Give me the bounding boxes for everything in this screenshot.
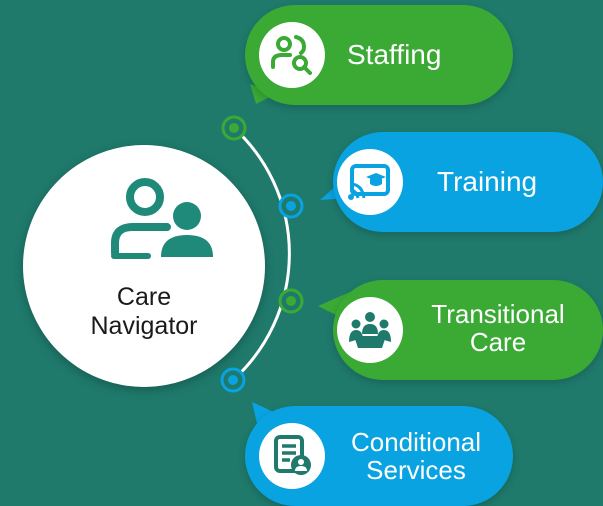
service-label-transitional-care: Transitional Care bbox=[431, 299, 565, 357]
training-icon-badge bbox=[337, 149, 403, 215]
connector-node-staffing bbox=[221, 115, 247, 141]
service-label-training: Training bbox=[437, 166, 538, 197]
people-icon bbox=[111, 178, 213, 259]
connector-node-conditional bbox=[220, 367, 246, 393]
transitional-icon-badge bbox=[337, 297, 403, 363]
staffing-icon-badge bbox=[259, 22, 325, 88]
service-staffing: Staffing bbox=[245, 5, 513, 105]
service-label-conditional-services: Conditional Services bbox=[350, 427, 482, 485]
service-transitional-care: Transitional Care bbox=[333, 280, 603, 380]
service-label-staffing: Staffing bbox=[347, 39, 442, 70]
connector-node-training bbox=[278, 193, 304, 219]
group-meeting-icon bbox=[349, 312, 391, 348]
care-navigator-hub: Care Navigator bbox=[23, 145, 265, 387]
connector-node-transitional bbox=[278, 288, 304, 314]
service-training: Training bbox=[333, 132, 603, 232]
user-search-icon bbox=[271, 35, 312, 75]
document-user-icon bbox=[274, 435, 311, 475]
service-conditional-services: Conditional Services bbox=[245, 406, 513, 506]
online-training-icon bbox=[348, 164, 390, 200]
hub-label: Care Navigator bbox=[90, 283, 198, 340]
conditional-icon-badge bbox=[259, 423, 325, 489]
